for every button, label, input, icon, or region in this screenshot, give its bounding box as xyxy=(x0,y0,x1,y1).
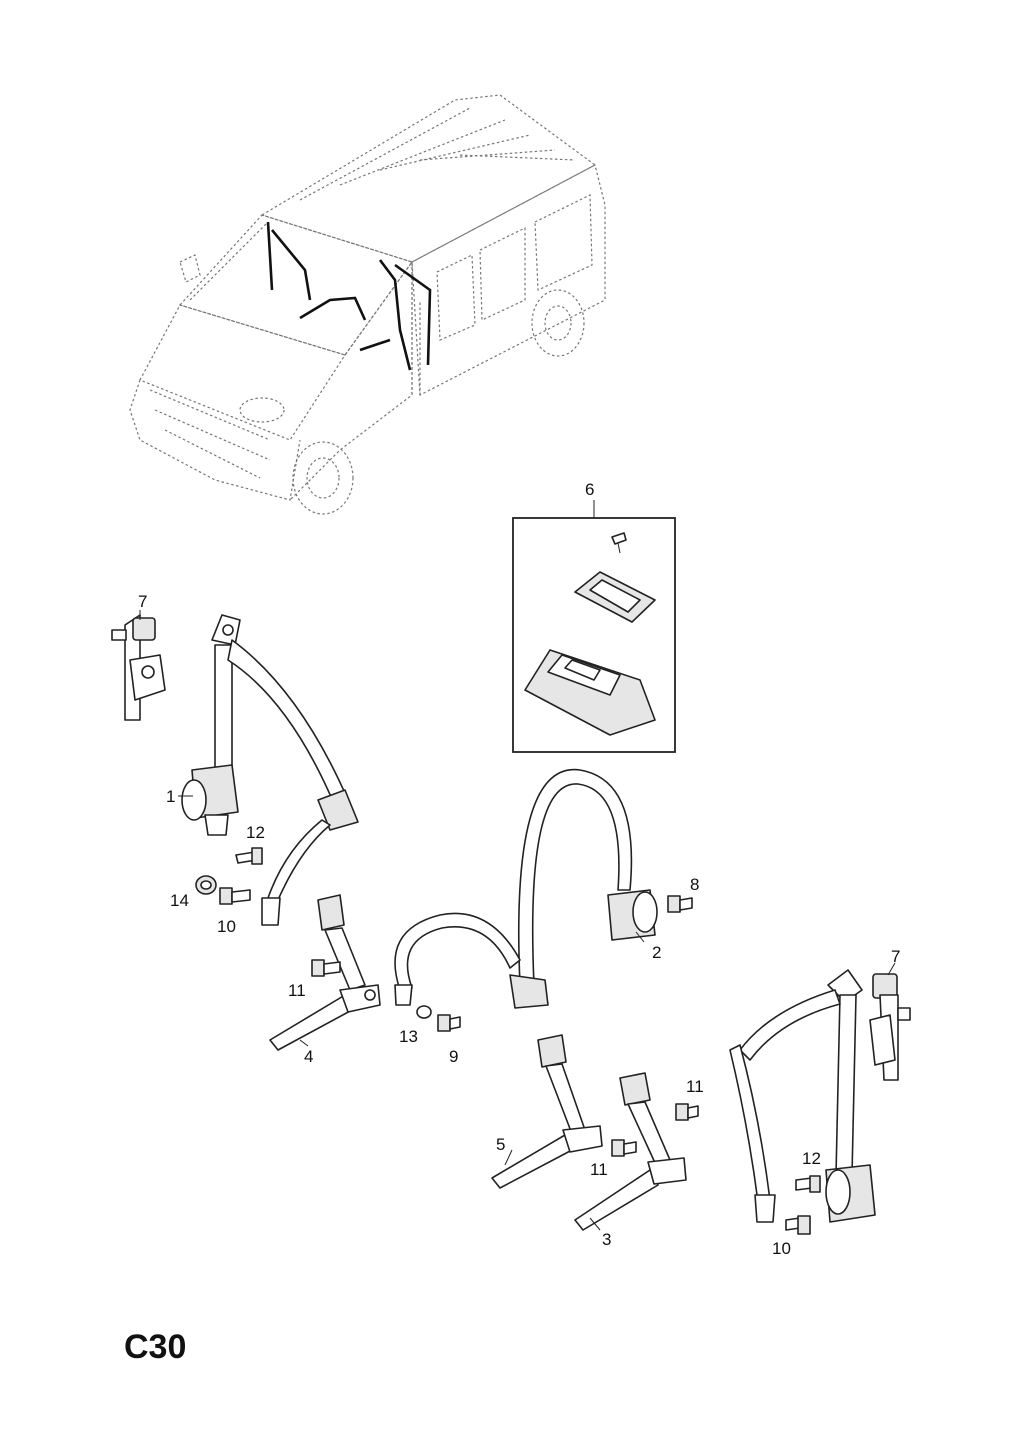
callout-13: 13 xyxy=(399,1027,418,1046)
item-1-front-seat-belt xyxy=(181,614,359,926)
callout-11-b: 11 xyxy=(590,1160,608,1179)
callout-10-left: 10 xyxy=(217,917,236,936)
callout-3: 3 xyxy=(602,1230,611,1249)
item-8-bolt xyxy=(667,895,693,913)
item-12-bolt-left xyxy=(235,847,263,865)
screw-icon xyxy=(611,532,627,554)
callout-2: 2 xyxy=(652,943,661,962)
callout-7-left: 7 xyxy=(138,592,147,611)
callout-14: 14 xyxy=(170,891,189,910)
item-4-buckle-stalk xyxy=(269,894,381,1051)
callout-1: 1 xyxy=(166,787,175,806)
van-overview-illustration xyxy=(129,94,606,515)
item-11-bolt-b xyxy=(611,1139,637,1157)
callout-6: 6 xyxy=(585,480,594,499)
callout-11-c: 11 xyxy=(686,1077,704,1096)
item-7-height-adjuster-right xyxy=(869,973,911,1081)
item-6-buckle-cover-box xyxy=(512,500,676,753)
item-10-bolt-right xyxy=(785,1215,811,1235)
callout-12-left: 12 xyxy=(246,823,265,842)
item-12-bolt-right xyxy=(795,1175,821,1193)
item-11-bolt-a xyxy=(311,959,341,977)
callout-5: 5 xyxy=(496,1135,505,1154)
item-13-washer xyxy=(416,1005,432,1019)
item-3-buckle-stalk xyxy=(574,1072,687,1231)
leader-lines xyxy=(139,610,896,1231)
callout-12-right: 12 xyxy=(802,1149,821,1168)
item-2-centre-seat-belt xyxy=(394,768,658,1009)
item-11-bolt-c xyxy=(675,1103,699,1121)
callout-11-a: 11 xyxy=(288,981,306,1000)
item-5-buckle-stalk xyxy=(491,1034,603,1189)
callout-labels: 1 2 3 4 5 6 7 7 8 9 10 10 11 11 11 12 12… xyxy=(138,480,900,1258)
callout-9: 9 xyxy=(449,1047,458,1066)
item-1-front-seat-belt-right xyxy=(729,969,876,1223)
page-code: C30 xyxy=(124,1328,187,1366)
callout-7-right: 7 xyxy=(891,947,900,966)
item-9-bolt xyxy=(437,1014,461,1032)
callout-4: 4 xyxy=(304,1047,313,1066)
item-7-height-adjuster-left xyxy=(111,614,166,721)
callout-8: 8 xyxy=(690,875,699,894)
item-10-bolt-left xyxy=(219,887,251,905)
callout-10-right: 10 xyxy=(772,1239,791,1258)
item-14-nut xyxy=(195,875,217,895)
